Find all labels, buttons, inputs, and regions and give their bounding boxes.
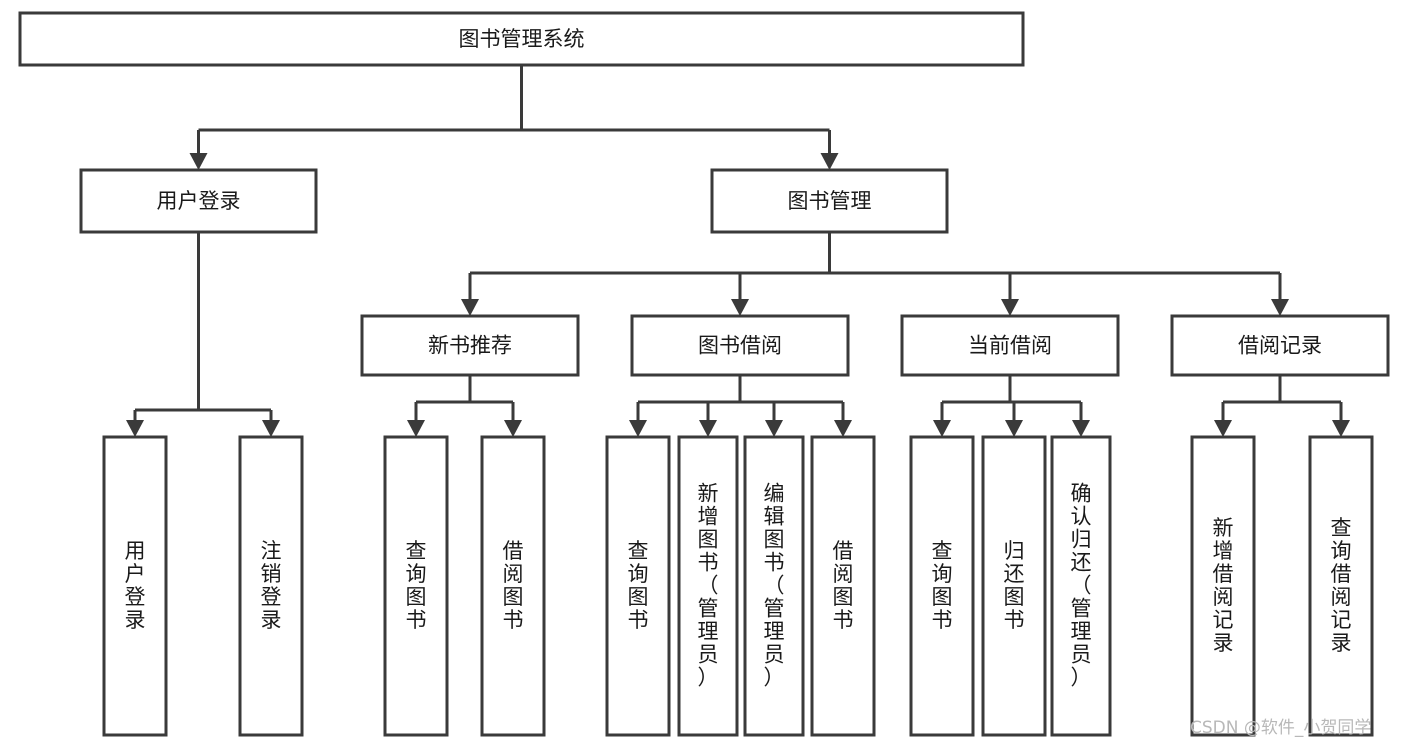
node-label: 借阅图书 (503, 539, 524, 632)
node-label: 归还图书 (1004, 539, 1025, 632)
node-l-return-book[interactable]: 归还图书 (981, 435, 1047, 737)
arrow-head-icon (629, 420, 647, 437)
arrow-head-icon (1005, 420, 1023, 437)
node-root[interactable]: 图书管理系统 (18, 11, 1025, 67)
node-box (605, 435, 671, 737)
node-label: 用户登录 (157, 189, 241, 213)
arrow-head-icon (1072, 420, 1090, 437)
node-label: 当前借阅 (968, 334, 1052, 358)
node-n-user-login[interactable]: 用户登录 (79, 168, 318, 234)
node-label: 确认归还（管理员） (1071, 481, 1092, 689)
node-label: 新增图书（管理员） (698, 481, 719, 689)
arrow-head-icon (407, 420, 425, 437)
node-l-borrow-book-2[interactable]: 借阅图书 (810, 435, 876, 737)
node-box (743, 435, 805, 737)
node-label: 查询图书 (932, 539, 953, 632)
node-label: 图书借阅 (698, 334, 782, 358)
node-l-query-book-3[interactable]: 查询图书 (909, 435, 975, 737)
arrow-head-icon (1271, 299, 1289, 316)
node-n-book-manage[interactable]: 图书管理 (710, 168, 949, 234)
node-box (383, 435, 449, 737)
node-n-current-borrow[interactable]: 当前借阅 (900, 314, 1120, 377)
arrow-head-icon (1001, 299, 1019, 316)
node-label: 查询图书 (628, 539, 649, 632)
node-l-edit-book[interactable]: 编辑图书（管理员） (743, 435, 805, 737)
connector-group-n-book-manage (461, 232, 1289, 316)
node-box (630, 314, 850, 377)
node-label: 新书推荐 (428, 334, 512, 358)
node-l-add-book[interactable]: 新增图书（管理员） (677, 435, 739, 737)
node-box (102, 435, 168, 737)
watermark-label: CSDN @软件_小贺同学 (1190, 718, 1371, 738)
connector-group-n-current-borrow (933, 375, 1090, 437)
connector-group-n-borrow-record (1214, 375, 1350, 437)
node-l-query-record[interactable]: 查询借阅记录 (1308, 435, 1374, 737)
node-l-query-book-2[interactable]: 查询图书 (605, 435, 671, 737)
node-box (238, 435, 304, 737)
node-label: 图书管理系统 (459, 27, 585, 51)
node-label: 借阅记录 (1238, 334, 1322, 358)
node-box (710, 168, 949, 234)
node-box (677, 435, 739, 737)
node-label: 新增借阅记录 (1213, 516, 1234, 655)
node-box (18, 11, 1025, 67)
arrow-head-icon (731, 299, 749, 316)
node-box (480, 435, 546, 737)
node-l-user-login[interactable]: 用户登录 (102, 435, 168, 737)
node-box (360, 314, 580, 377)
node-n-new-book-rec[interactable]: 新书推荐 (360, 314, 580, 377)
node-box (909, 435, 975, 737)
arrow-head-icon (126, 420, 144, 437)
arrow-head-icon (699, 420, 717, 437)
node-l-confirm-return[interactable]: 确认归还（管理员） (1050, 435, 1112, 737)
node-label: 查询借阅记录 (1331, 516, 1352, 655)
node-label: 借阅图书 (833, 539, 854, 632)
connector-group-n-book-borrow (629, 375, 852, 437)
arrow-head-icon (504, 420, 522, 437)
node-l-logout[interactable]: 注销登录 (238, 435, 304, 737)
connector-group-root (189, 65, 839, 170)
arrow-head-icon (765, 420, 783, 437)
node-label: 注销登录 (261, 539, 282, 632)
node-box (981, 435, 1047, 737)
arrow-head-icon (262, 420, 280, 437)
arrow-head-icon (461, 299, 479, 316)
arrow-head-icon (1214, 420, 1232, 437)
node-n-borrow-record[interactable]: 借阅记录 (1170, 314, 1390, 377)
node-label: 图书管理 (788, 189, 872, 213)
node-box (1190, 435, 1256, 737)
connector-layer (126, 65, 1350, 437)
node-label: 查询图书 (406, 539, 427, 632)
node-l-borrow-book-1[interactable]: 借阅图书 (480, 435, 546, 737)
arrow-head-icon (1332, 420, 1350, 437)
node-box (1308, 435, 1374, 737)
arrow-head-icon (820, 153, 839, 170)
node-label: 编辑图书（管理员） (764, 481, 785, 689)
node-box (79, 168, 318, 234)
arrow-head-icon (834, 420, 852, 437)
node-l-add-record[interactable]: 新增借阅记录 (1190, 435, 1256, 737)
node-label: 用户登录 (125, 539, 146, 632)
node-layer: 图书管理系统用户登录图书管理新书推荐图书借阅当前借阅借阅记录用户登录注销登录查询… (18, 11, 1390, 737)
connector-group-n-user-login (126, 232, 280, 437)
arrow-head-icon (189, 153, 208, 170)
node-box (810, 435, 876, 737)
node-n-book-borrow[interactable]: 图书借阅 (630, 314, 850, 377)
node-box (1170, 314, 1390, 377)
arrow-head-icon (933, 420, 951, 437)
node-box (1050, 435, 1112, 737)
connector-group-n-new-book-rec (407, 375, 522, 437)
node-box (900, 314, 1120, 377)
node-l-query-book-1[interactable]: 查询图书 (383, 435, 449, 737)
